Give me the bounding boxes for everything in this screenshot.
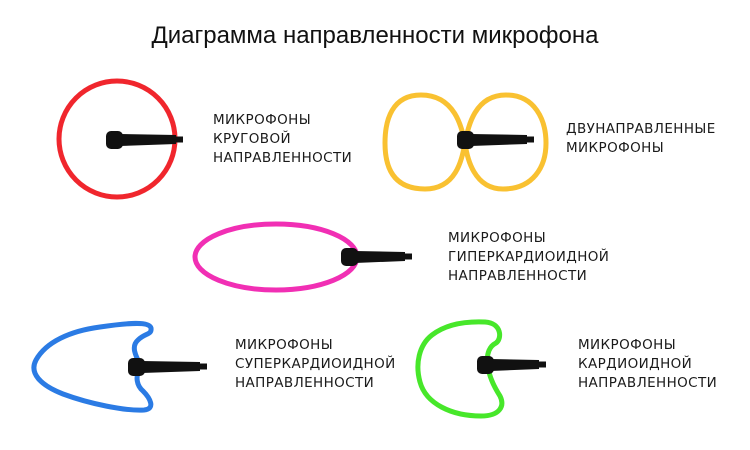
mic-handle [491,359,539,371]
cardioid-polar-curve [415,319,505,419]
mic-connector [526,136,534,143]
label-line: КАРДИОИДНОЙ [578,356,693,372]
mic-connector [538,361,546,368]
supercardioid-label: МИКРОФОНЫ СУПЕРКАРДИОИДНОЙ НАПРАВЛЕННОСТ… [235,336,396,393]
label-line: ДВУНАПРАВЛЕННЫЕ [566,121,716,137]
mic-grille [341,248,358,266]
cardioid-label: МИКРОФОНЫ КАРДИОИДНОЙ НАПРАВЛЕННОСТИ [578,336,717,393]
microphone-icon [341,248,412,266]
label-line: МИКРОФОНЫ [578,337,677,353]
supercardioid-polar-curve [31,320,154,413]
mic-handle [471,134,527,146]
label-line: НАПРАВЛЕННОСТИ [235,375,375,391]
microphone-icon [106,131,183,149]
microphone-icon [128,358,207,376]
label-line: НАПРАВЛЕННОСТИ [578,375,718,391]
cardioid-pattern [415,319,505,419]
label-line: СУПЕРКАРДИОИДНОЙ [235,356,396,372]
mic-connector [175,136,183,143]
microphone-icon [457,131,534,149]
mic-handle [355,251,405,263]
mic-handle [120,134,176,146]
supercardioid-pattern [31,320,154,413]
label-line: КРУГОВОЙ [213,131,291,147]
label-line: МИКРОФОНЫ [213,112,312,128]
microphone-icon [477,356,546,374]
hypercardioid-label: МИКРОФОНЫ ГИПЕРКАРДИОИДНОЙ НАПРАВЛЕННОСТ… [448,229,609,286]
label-line: НАПРАВЛЕННОСТИ [448,268,588,284]
mic-grille [477,356,494,374]
label-line: МИКРОФОНЫ [235,337,334,353]
mic-grille [128,358,145,376]
hypercardioid-polar-curve [192,221,360,293]
mic-grille [106,131,123,149]
hypercardioid-pattern [192,221,360,293]
label-line: МИКРОФОНЫ [566,140,665,156]
label-line: НАПРАВЛЕННОСТИ [213,150,353,166]
label-line: МИКРОФОНЫ [448,230,547,246]
mic-grille [457,131,474,149]
mic-handle [142,361,200,373]
mic-connector [199,363,207,370]
mic-connector [404,253,412,260]
page-title: Диаграмма направленности микрофона [151,22,599,49]
omni-label: МИКРОФОНЫ КРУГОВОЙ НАПРАВЛЕННОСТИ [213,111,352,168]
bidirectional-label: ДВУНАПРАВЛЕННЫЕ МИКРОФОНЫ [566,120,716,158]
label-line: ГИПЕРКАРДИОИДНОЙ [448,249,610,265]
